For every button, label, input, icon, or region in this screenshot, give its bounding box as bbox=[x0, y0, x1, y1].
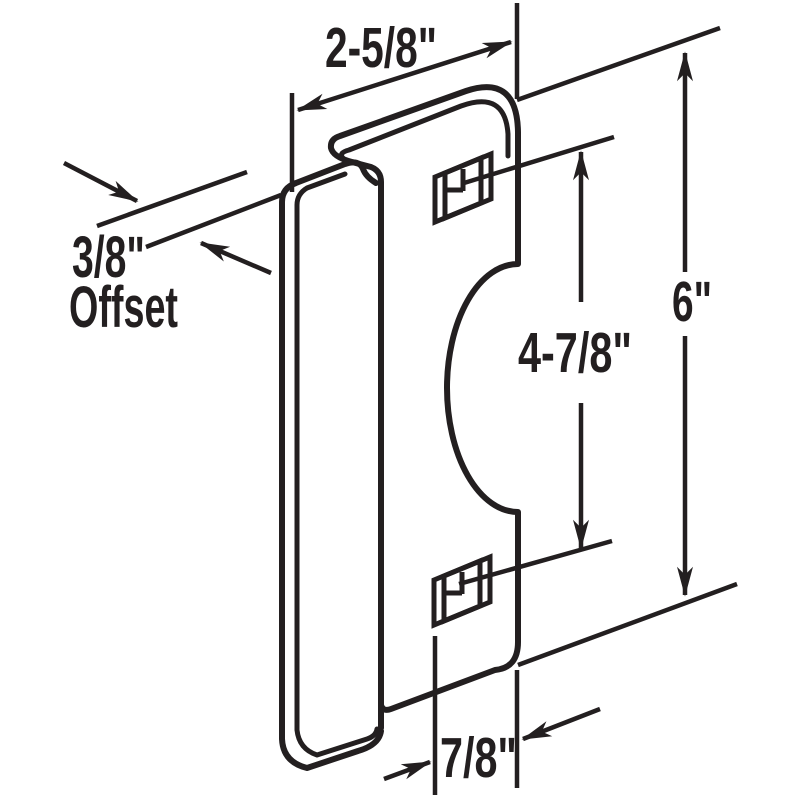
top-width-label: 2-5/8" bbox=[325, 16, 437, 80]
bottom-offset-arrow-left bbox=[383, 759, 432, 782]
bottom-offset-arrow-right bbox=[521, 706, 601, 742]
height-extension-line-bottom bbox=[517, 581, 738, 668]
top-width-dimension-line bbox=[296, 39, 513, 113]
top-screw-hole-back-edge bbox=[442, 150, 494, 222]
hole-spacing-label: 4-7/8" bbox=[518, 321, 632, 385]
main-plate-top-thickness-line bbox=[339, 99, 511, 161]
dimension-top-width: 2-5/8" bbox=[289, 3, 520, 192]
dimension-offset: 3/8" Offset bbox=[62, 161, 282, 340]
offset-plane-line-lower bbox=[145, 192, 282, 250]
top-screw-hole-inner-detail bbox=[445, 169, 466, 193]
dimension-bottom-offset: 7/8" bbox=[383, 636, 601, 795]
offset-flange-thickness-line bbox=[294, 171, 380, 758]
offset-arrow-lower bbox=[199, 240, 272, 276]
dimension-overall-height: 6" bbox=[516, 25, 738, 668]
offset-plane-line-upper bbox=[96, 169, 248, 229]
bottom-screw-hole-back-edge bbox=[441, 553, 493, 625]
height-label: 6" bbox=[672, 270, 712, 334]
main-plate-outline bbox=[327, 84, 521, 731]
latch-plate-drawing bbox=[279, 84, 521, 771]
offset-flange-outline bbox=[279, 159, 384, 771]
bottom-offset-label: 7/8" bbox=[440, 726, 517, 790]
height-extension-line-top bbox=[516, 25, 721, 103]
dimension-hole-spacing: 4-7/8" bbox=[458, 134, 632, 587]
offset-arrow-upper bbox=[62, 161, 139, 203]
hole-spacing-extension-line-top bbox=[463, 134, 615, 186]
offset-caption-label: Offset bbox=[69, 275, 178, 340]
offset-value-label: 3/8" bbox=[72, 225, 145, 290]
